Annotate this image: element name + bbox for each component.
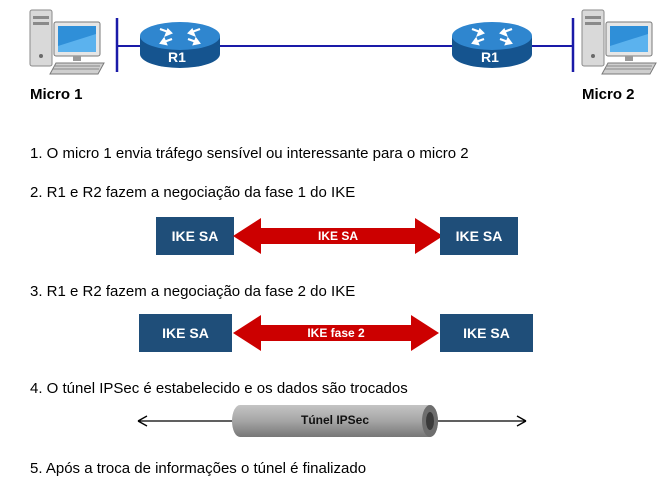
step-3: 3. R1 e R2 fazem a negociação da fase 2 … [30,283,356,300]
phase1-arrow-label: IKE SA [317,229,358,243]
tunnel-label: Túnel IPSec [300,413,370,427]
phase2-arrow-label: IKE fase 2 [307,326,365,340]
ipsec-tunnel [137,405,527,437]
pc1-label: Micro 1 [30,86,83,103]
phase1-right-box: IKE SA [440,217,518,255]
router-icon [452,22,532,68]
step-2: 2. R1 e R2 fazem a negociação da fase 1 … [30,184,356,201]
router2-label: R1 [481,49,499,65]
computer-icon [581,9,657,75]
step-1: 1. O micro 1 envia tráfego sensível ou i… [30,145,469,162]
phase1-double-arrow [233,218,443,254]
step-4: 4. O túnel IPSec é estabelecido e os dad… [30,380,408,397]
router1-label: R1 [168,49,186,65]
phase2-double-arrow [233,315,439,351]
phase1-left-box: IKE SA [156,217,234,255]
phase2-left-box: IKE SA [139,314,232,352]
pc2-label: Micro 2 [582,86,635,103]
step-5: 5. Após a troca de informações o túnel é… [30,460,367,477]
computer-icon [29,9,105,75]
phase2-right-box: IKE SA [440,314,533,352]
router-icon [140,22,220,68]
